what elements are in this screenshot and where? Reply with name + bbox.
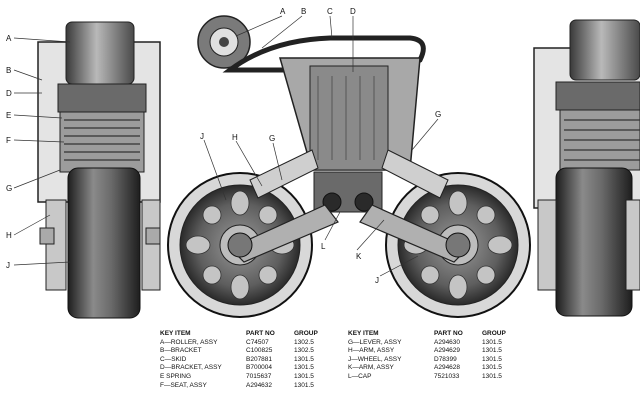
center-side-view xyxy=(167,15,531,318)
callout-k-center: K xyxy=(356,252,362,261)
header-part-no: PART NO xyxy=(434,330,463,337)
callout-j-center-left: J xyxy=(200,132,204,141)
key-table-header: KEY ITEM PART NO GROUP xyxy=(160,330,324,339)
callout-a-left: A xyxy=(6,34,12,43)
left-end-view xyxy=(37,21,161,319)
callout-g-center-left: G xyxy=(269,134,275,143)
callout-b-center: B xyxy=(301,7,306,16)
left-callout-labels: A B D E F G H J xyxy=(6,34,12,270)
right-end-view xyxy=(533,19,640,317)
callout-a-center: A xyxy=(280,7,286,16)
callout-b-left: B xyxy=(6,66,11,75)
callout-j-left: J xyxy=(6,261,10,270)
left-callouts xyxy=(13,37,71,266)
header-group: GROUP xyxy=(482,330,506,337)
header-key-item: KEY ITEM xyxy=(348,330,379,337)
callout-h-left: H xyxy=(6,231,12,240)
key-table-header: KEY ITEM PART NO GROUP xyxy=(348,330,512,339)
header-key-item: KEY ITEM xyxy=(160,330,191,337)
center-callouts xyxy=(203,15,439,277)
callout-l-center: L xyxy=(321,242,326,251)
callout-d-center: D xyxy=(350,7,356,16)
center-callout-labels: A B C D G H J G L K J xyxy=(200,7,441,285)
callout-f-left: F xyxy=(6,136,11,145)
header-group: GROUP xyxy=(294,330,318,337)
header-part-no: PART NO xyxy=(246,330,275,337)
callout-e-left: E xyxy=(6,111,11,120)
callout-d-left: D xyxy=(6,89,12,98)
callout-j-center-right: J xyxy=(375,276,379,285)
callout-g-center-right: G xyxy=(435,110,441,119)
callout-g-left: G xyxy=(6,184,12,193)
callout-c-center: C xyxy=(327,7,333,16)
callout-h-center: H xyxy=(232,133,238,142)
